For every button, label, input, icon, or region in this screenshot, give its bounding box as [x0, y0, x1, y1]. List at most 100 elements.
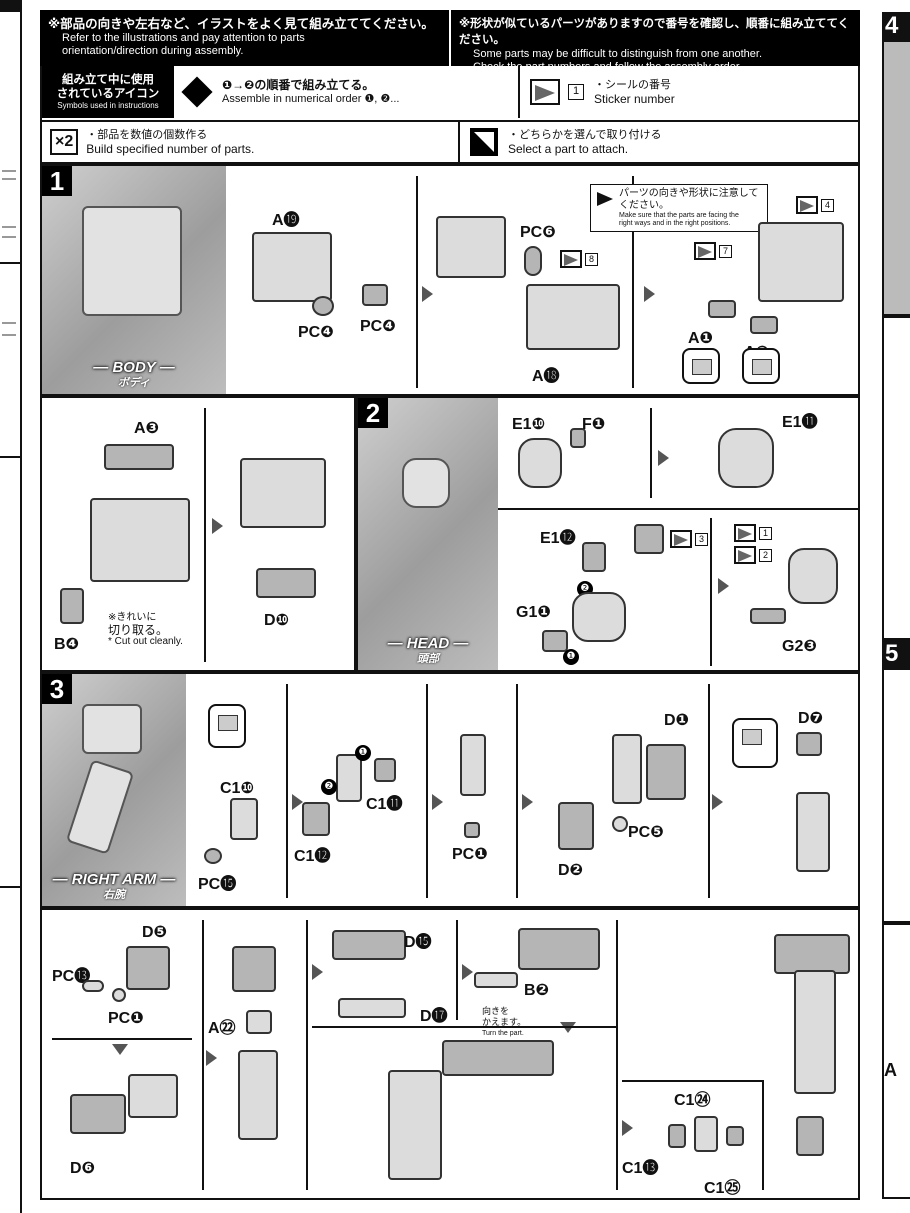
part-pc15	[204, 848, 222, 864]
part-label: A⓳	[272, 212, 300, 229]
part-b4	[60, 588, 84, 624]
part-f1	[570, 428, 586, 448]
divider	[426, 684, 428, 898]
part-pc13	[82, 980, 104, 992]
part-c113	[668, 1124, 686, 1148]
legend-title-jp-2: されているアイコン	[56, 88, 160, 100]
part-d15	[332, 930, 406, 960]
part-c111	[374, 758, 396, 782]
step3-number: 3	[42, 674, 72, 704]
detail-part	[634, 524, 664, 554]
head-assembly	[718, 428, 774, 488]
part-label: D❷	[558, 862, 584, 879]
caution-similar-parts: ※形状が似ているパーツがありますので番号を確認し、順番に組み立ててください。 S…	[449, 10, 860, 73]
arm-reference-photo: — RIGHT ARM — 右腕	[42, 674, 186, 906]
part-label: D⓱	[420, 1008, 448, 1025]
cut-note: ※きれいに 切り取る。 * Cut out cleanly.	[108, 612, 183, 648]
flow-arrow-icon	[658, 450, 669, 466]
body-assembly	[240, 458, 326, 528]
legend-order-en: Assemble in numerical order ❶, ❷...	[222, 93, 400, 105]
caution-orientation-en-2: orientation/direction during assembly.	[62, 45, 244, 57]
sticker-number: 7	[719, 244, 732, 258]
part-pc4	[362, 284, 388, 306]
part-label: C1㉕	[704, 1180, 741, 1197]
step1-body-panel: — BODY — ボディ 1 A⓳ PC❹ PC❹ PC❻ 8 A⓲ パーツの向…	[40, 164, 860, 396]
part-label: C1⓭	[622, 1160, 659, 1177]
step2-head-panel: — HEAD — 頭部 2 E1❿ F❶ E1⓫ E1⓬ ❷ G1❶ ❶ 3 1…	[356, 396, 860, 672]
divider	[616, 920, 618, 1190]
sticker-8: 8	[560, 250, 598, 268]
legend-sticker-en: Sticker number	[594, 92, 675, 106]
divider	[306, 920, 308, 1190]
divider	[516, 684, 518, 898]
edge-text-line	[2, 178, 16, 180]
edge-text-line	[2, 226, 16, 228]
flow-arrow-icon	[712, 794, 723, 810]
body-illustration	[82, 206, 182, 316]
part-c110-assembled	[336, 754, 362, 802]
arm-assembly	[238, 1050, 278, 1140]
head-tag-en: — HEAD —	[387, 635, 469, 652]
divider	[650, 408, 652, 498]
turn-note-jp-2: かえます。	[482, 1017, 527, 1027]
divider	[622, 1080, 762, 1082]
part-d1	[646, 744, 686, 800]
flow-arrow-icon	[432, 794, 443, 810]
body-assembly	[90, 498, 190, 582]
arm-tag-en: — RIGHT ARM —	[52, 871, 176, 888]
part-label: PC⓯	[198, 876, 237, 893]
order-step-2: ❷	[320, 778, 337, 796]
divider	[710, 518, 712, 666]
part-pc1	[112, 988, 126, 1002]
flow-arrow-icon	[212, 518, 223, 534]
legend-order: ❶→❷の順番で組み立てる。 Assemble in numerical orde…	[176, 66, 516, 118]
turn-note-jp-1: 向きを	[482, 1006, 510, 1016]
detail-view-icon	[682, 348, 720, 384]
sticker-number: 2	[759, 548, 772, 562]
legend-build-en: Build specified number of parts.	[86, 142, 255, 156]
part-label: F❶	[582, 416, 606, 433]
divider	[312, 1026, 616, 1028]
part-label: E1⓫	[782, 414, 818, 431]
divider	[204, 408, 206, 662]
part-label: C1❿	[220, 780, 254, 797]
sticker-number: 8	[585, 252, 598, 266]
part-label: PC❺	[628, 824, 664, 841]
caution-orientation-en-1: Refer to the illustrations and pay atten…	[62, 32, 305, 44]
part-d10	[256, 568, 316, 598]
part-e110	[518, 438, 562, 488]
flow-arrow-icon	[622, 1120, 633, 1136]
part-label: C1㉔	[674, 1092, 711, 1109]
caution-similar-jp: ※形状が似ているパーツがありますので番号を確認し、順番に組み立ててください。	[459, 18, 850, 46]
part-d2	[558, 802, 594, 850]
part-label: PC❻	[520, 224, 556, 241]
callout-en-1: Make sure that the parts are facing the	[619, 212, 739, 219]
part-g23	[750, 608, 786, 624]
step2-number: 2	[358, 398, 388, 428]
legend-select-en: Select a part to attach.	[508, 142, 629, 156]
divider	[708, 684, 710, 898]
part-d6	[70, 1094, 126, 1134]
sticker-number-box: 1	[568, 84, 584, 100]
divider	[286, 684, 288, 898]
legend-select: ・どちらかを選んで取り付ける Select a part to attach.	[458, 120, 860, 162]
part-label: D❺	[142, 924, 168, 941]
part-a3	[104, 444, 174, 470]
part-label: A❶	[688, 330, 714, 347]
turn-note-en: Turn the part.	[482, 1030, 524, 1037]
caution-orientation-jp: ※部品の向きや左右など、イラストをよく見て組み立ててください。	[48, 17, 434, 31]
arrow-icon	[597, 192, 613, 206]
sticker-icon	[734, 524, 756, 542]
edge-rule	[0, 456, 20, 458]
part-d7	[796, 732, 822, 756]
arm-assembly	[612, 734, 642, 804]
step5-panel-lower	[882, 923, 910, 1199]
flow-arrow-icon	[292, 794, 303, 810]
cut-note-jp-2: 切り取る。	[108, 623, 169, 637]
caution-similar-en-1: Some parts may be difficult to distingui…	[473, 48, 763, 60]
divider	[632, 176, 634, 388]
part-e112	[582, 542, 606, 572]
callout-en-2: right ways and in the right positions.	[619, 220, 731, 227]
step4-number: 4	[882, 12, 910, 40]
part-pc5	[612, 816, 628, 832]
